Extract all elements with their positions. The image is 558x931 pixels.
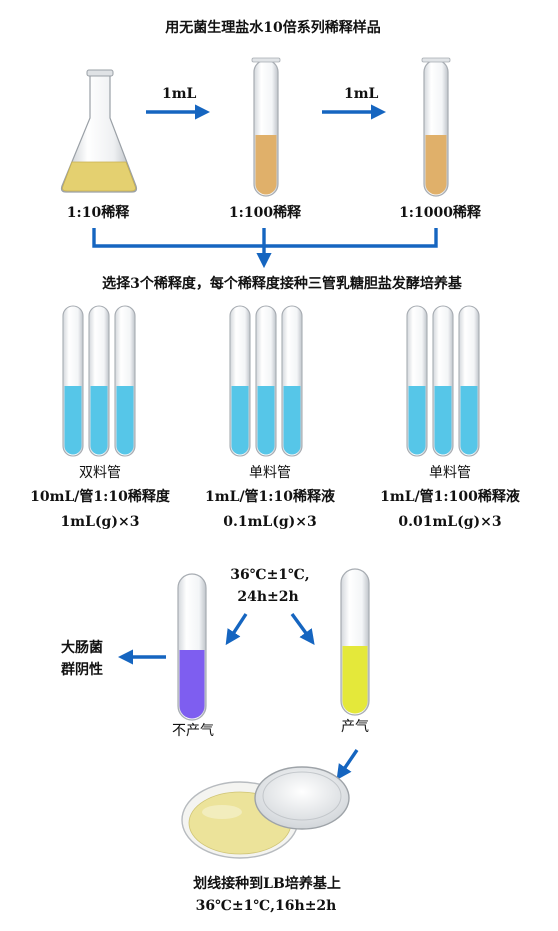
instruction-text: 选择3个稀释度，每个稀释度接种三管乳糖胆盐发酵培养基 [102, 276, 462, 292]
no-gas-label: 不产气 [172, 723, 214, 739]
group-3-quantity: 0.01mL(g)×3 [398, 514, 502, 530]
negative-result-line-1: 大肠菌 [61, 640, 103, 656]
final-step-conditions: 36℃±1℃,16h±2h [195, 898, 337, 914]
negative-result-line-2: 群阴性 [61, 662, 103, 678]
incubation-time: 24h±2h [237, 589, 299, 605]
broth-tubes-group-1 [62, 305, 136, 457]
dilution-tube-1-1000 [421, 57, 451, 197]
broth-tubes-group-2 [229, 305, 303, 457]
group-2-volume: 1mL/管1:10稀释液 [205, 489, 335, 505]
arrow-to-no-gas [225, 613, 248, 646]
dilution-label-1-10: 1:10稀释 [66, 205, 130, 221]
group-2-tube-type: 单料管 [249, 465, 291, 481]
group-1-volume: 10mL/管1:10稀释度 [30, 489, 170, 505]
petri-dish-lid [254, 766, 350, 830]
group-1-tube-type: 双料管 [79, 465, 121, 481]
diagram-title: 用无菌生理盐水10倍系列稀释样品 [165, 20, 381, 36]
arrow-to-gas [290, 612, 315, 645]
broth-tubes-group-3 [406, 305, 480, 457]
final-step-instruction: 划线接种到LB培养基上 [193, 876, 341, 892]
gas-label: 产气 [341, 719, 369, 735]
incubation-temperature: 36℃±1℃, [230, 567, 310, 583]
dilution-label-1-1000: 1:1000稀释 [399, 205, 481, 221]
group-3-tube-type: 单料管 [429, 465, 471, 481]
sample-flask [60, 69, 138, 193]
dilution-label-1-100: 1:100稀释 [228, 205, 302, 221]
group-1-quantity: 1mL(g)×3 [60, 514, 140, 530]
transfer-volume-2: 1mL [344, 86, 379, 102]
gas-tube [340, 568, 370, 716]
flask-liquid [62, 161, 136, 192]
arrow-to-plate [336, 749, 359, 781]
dilution-tube-1-100 [251, 57, 281, 197]
transfer-volume-1: 1mL [162, 86, 197, 102]
group-2-quantity: 0.1mL(g)×3 [223, 514, 317, 530]
merge-connector [92, 228, 438, 269]
group-3-volume: 1mL/管1:100稀释液 [380, 489, 520, 505]
no-gas-tube [177, 573, 207, 721]
